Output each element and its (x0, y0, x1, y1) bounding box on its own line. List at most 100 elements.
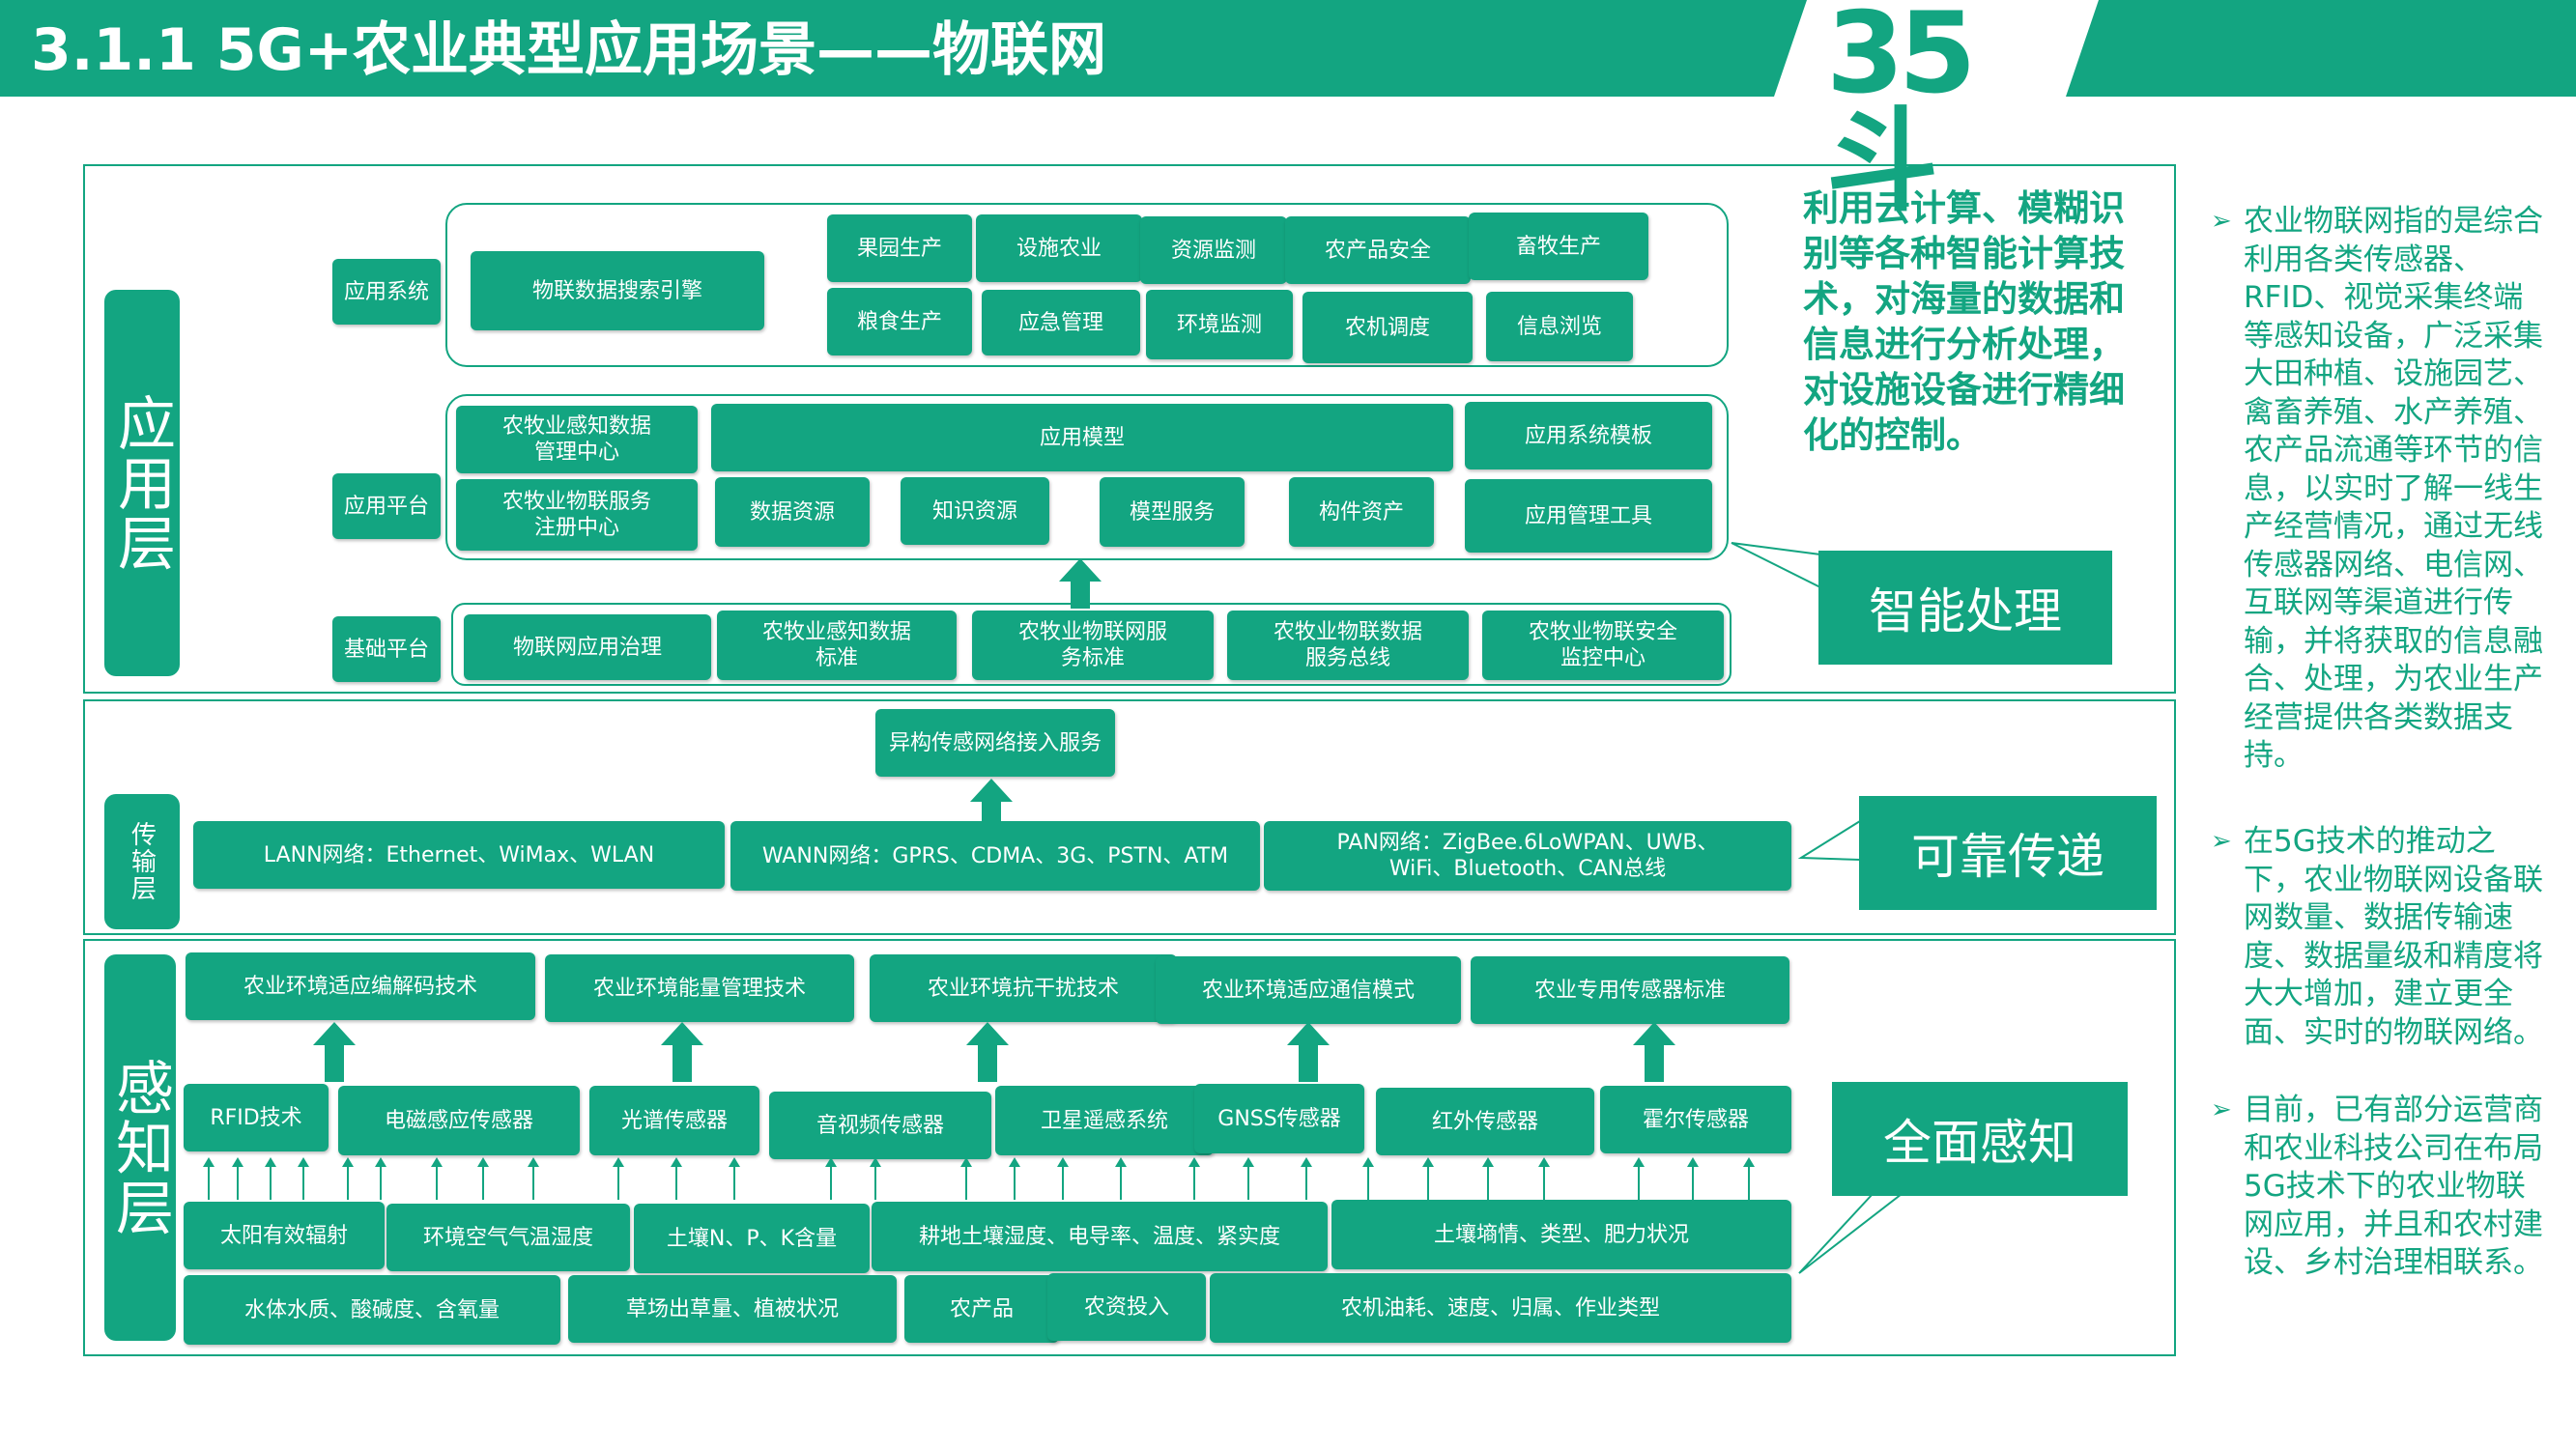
data-agri-inputs: 农资投入 (1047, 1273, 1206, 1341)
data-air-temp-humidity: 环境空气气温湿度 (386, 1204, 630, 1271)
small-up-arrow-head (342, 1157, 354, 1167)
small-up-arrow-head (1243, 1157, 1254, 1167)
callout-smart-processing: 智能处理 (1818, 551, 2112, 665)
application-layer-frame (83, 164, 2176, 694)
app-system-item: 设施农业 (976, 214, 1142, 282)
callout-reliable-transfer: 可靠传递 (1859, 796, 2157, 910)
tech-energy: 农业环境能量管理技术 (545, 954, 854, 1022)
small-up-arrow-head (1538, 1157, 1550, 1167)
row-label-base-platform: 基础平台 (332, 616, 441, 682)
bullet-item: ➢ 目前，已有部分运营商和农业科技公司在布局5G技术下的农业物联网应用，并且和农… (2211, 1093, 2543, 1280)
small-up-arrow-head (870, 1157, 881, 1167)
small-up-arrow-head (1743, 1157, 1755, 1167)
data-soil-moisture: 耕地土壤湿度、电导率、温度、紧实度 (872, 1202, 1328, 1271)
sensor-rfid: RFID技术 (184, 1084, 329, 1151)
arrow-up-network-to-access (970, 779, 1013, 821)
row-label-app-system: 应用系统 (332, 259, 441, 325)
knowledge-resource: 知识资源 (901, 477, 1049, 545)
small-up-arrow-head (1115, 1157, 1127, 1167)
lan-network: LANN网络：Ethernet、WiMax、WLAN (193, 821, 725, 889)
transport-layer-frame (83, 699, 2176, 935)
iot-security-monitor: 农牧业物联安全 监控中心 (1482, 611, 1724, 680)
small-up-arrow-head (729, 1157, 740, 1167)
app-system-item: 农机调度 (1302, 292, 1473, 363)
small-up-arrow-head (1188, 1157, 1200, 1167)
small-up-arrow-head (671, 1157, 682, 1167)
small-up-arrow-head (1422, 1157, 1434, 1167)
app-management-tool: 应用管理工具 (1465, 479, 1712, 553)
pan-network: PAN网络：ZigBee.6LoWPAN、UWB、 WiFi、Bluetooth… (1264, 821, 1791, 891)
bullet-arrow-icon: ➢ (2211, 207, 2232, 236)
bullet-arrow-icon: ➢ (2211, 827, 2232, 856)
small-up-arrow-head (528, 1157, 539, 1167)
bullet-item: ➢ 农业物联网指的是综合利用各类传感器、RFID、视觉采集终端等感知设备，广泛采… (2211, 204, 2543, 773)
layer-label-transport: 传输层 (104, 794, 180, 929)
small-up-arrow-head (375, 1157, 386, 1167)
data-grassland: 草场出草量、植被状况 (568, 1275, 897, 1343)
perception-data-center: 农牧业感知数据 管理中心 (456, 406, 698, 473)
perception-layer-frame (83, 939, 2176, 1356)
sensor-hall: 霍尔传感器 (1600, 1086, 1791, 1153)
tech-codec: 农业环境适应编解码技术 (186, 952, 535, 1020)
data-solar-radiation: 太阳有效辐射 (184, 1202, 385, 1269)
small-up-arrow-head (1362, 1157, 1374, 1167)
small-up-arrow-head (960, 1157, 972, 1167)
sensor-gnss: GNSS传感器 (1194, 1084, 1364, 1153)
arrow-up-sensor-to-tech (1287, 1022, 1330, 1082)
app-system-item: 资源监测 (1140, 216, 1287, 284)
heterogeneous-network-access: 异构传感网络接入服务 (875, 709, 1115, 777)
app-system-item: 环境监测 (1146, 290, 1293, 359)
arrow-up-base-to-platform (1059, 558, 1102, 609)
header-bar (0, 0, 1807, 97)
sensor-spectral: 光谱传感器 (589, 1086, 759, 1155)
small-up-arrow-head (1687, 1157, 1699, 1167)
brand-logo: 35斗 (1826, 0, 1976, 227)
data-machinery: 农机油耗、速度、归属、作业类型 (1210, 1273, 1791, 1343)
wan-network: WANN网络：GPRS、CDMA、3G、PSTN、ATM (730, 821, 1260, 891)
tech-anti-interference: 农业环境抗干扰技术 (870, 954, 1177, 1022)
data-soil-npk: 土壤N、P、K含量 (634, 1204, 870, 1273)
perception-data-standard: 农牧业感知数据 标准 (717, 611, 957, 680)
app-system-item: 信息浏览 (1486, 292, 1633, 361)
arrow-up-sensor-to-tech (1633, 1022, 1675, 1082)
layer-label-perception: 感知层 (104, 954, 176, 1341)
header-bar-right (2066, 0, 2576, 97)
sensor-audio-video: 音视频传感器 (769, 1092, 991, 1159)
smart-callout-tail (1731, 542, 1821, 589)
data-water-quality: 水体水质、酸碱度、含氧量 (184, 1275, 560, 1345)
tech-communication: 农业环境适应通信模式 (1156, 956, 1461, 1024)
sensor-satellite: 卫星遥感系统 (995, 1086, 1214, 1155)
component-asset: 构件资产 (1289, 477, 1434, 547)
page-title: 3.1.1 5G+农业典型应用场景——物联网 (31, 16, 1106, 84)
data-agri-products: 农产品 (904, 1275, 1059, 1343)
small-up-arrow-head (203, 1157, 215, 1167)
callout-full-perception: 全面感知 (1832, 1082, 2128, 1196)
iot-service-standard: 农牧业物联网服 务标准 (972, 611, 1214, 680)
model-service: 模型服务 (1100, 477, 1245, 547)
small-up-arrow-head (1057, 1157, 1069, 1167)
small-up-arrow-head (265, 1157, 276, 1167)
tech-sensor-standard: 农业专用传感器标准 (1471, 956, 1789, 1024)
arrow-up-sensor-to-tech (661, 1022, 703, 1082)
layer-label-application: 应用层 (104, 290, 180, 676)
bullet-arrow-icon: ➢ (2211, 1095, 2232, 1124)
row-label-app-platform: 应用平台 (332, 473, 441, 539)
small-up-arrow-head (232, 1157, 243, 1167)
small-up-arrow-head (825, 1157, 837, 1167)
sensor-infrared: 红外传感器 (1376, 1088, 1594, 1155)
application-model: 应用模型 (711, 404, 1453, 471)
reliable-callout-tail (1797, 819, 1861, 862)
arrow-up-sensor-to-tech (313, 1022, 356, 1082)
small-up-arrow-head (613, 1157, 624, 1167)
smart-processing-description: 利用云计算、模糊识别等各种智能计算技术，对海量的数据和信息进行分析处理，对设施设… (1803, 187, 2125, 456)
app-system-item: 应急管理 (982, 290, 1140, 355)
small-up-arrow-head (1633, 1157, 1645, 1167)
small-up-arrow-head (1009, 1157, 1020, 1167)
small-up-arrow-head (1301, 1157, 1312, 1167)
arrow-up-sensor-to-tech (966, 1022, 1009, 1082)
small-up-arrow-head (477, 1157, 489, 1167)
app-system-template: 应用系统模板 (1465, 402, 1712, 469)
service-registry-center: 农牧业物联服务 注册中心 (456, 479, 698, 551)
bullet-item: ➢ 在5G技术的推动之下，农业物联网设备联网数量、数据传输速度、数据量级和精度将… (2211, 824, 2543, 1050)
